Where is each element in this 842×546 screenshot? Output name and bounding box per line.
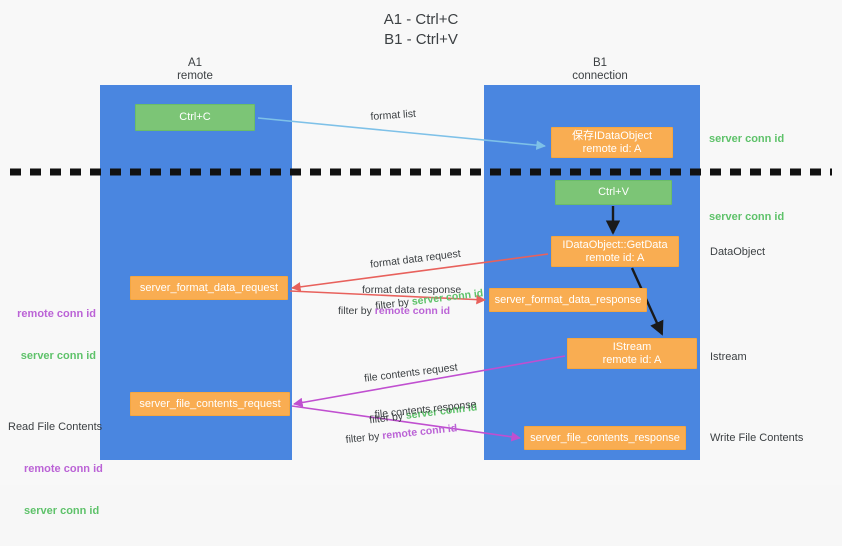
label-conn-ids-format: remote conn id server conn id — [8, 279, 96, 391]
box-idataobject-getdata[interactable]: IDataObject::GetData remote id: A — [551, 236, 679, 267]
column-header-b1-role: connection — [572, 70, 628, 82]
box-ctrl-c[interactable]: Ctrl+C — [135, 104, 255, 131]
annotation-format-data-response-filter: filter by remote conn id — [338, 304, 450, 318]
label-server-conn-id-1: server conn id — [20, 350, 96, 362]
annotation-format-list: format list — [370, 107, 417, 123]
annotation-filter-prefix: filter by — [345, 430, 383, 446]
label-read-file-contents-group: Read File Contents remote conn id server… — [8, 392, 103, 546]
box-server-file-contents-request[interactable]: server_file_contents_request — [130, 392, 290, 416]
label-remote-conn-id-2: remote conn id — [24, 463, 103, 475]
column-header-b1-name: B1 — [592, 57, 608, 69]
diagram-canvas: A1 - Ctrl+C B1 - Ctrl+V A1 remote B1 con… — [8, 11, 832, 517]
label-istream: Istream — [710, 351, 747, 363]
label-remote-conn-id-1: remote conn id — [17, 308, 96, 320]
annotation-format-data-response: format data response — [362, 284, 462, 296]
label-write-file-contents: Write File Contents — [710, 432, 804, 444]
annotation-file-contents-request-text: file contents request — [363, 361, 459, 385]
box-istream[interactable]: IStream remote id: A — [567, 338, 697, 369]
annotation-format-data-request: format data request filter by server con… — [366, 217, 487, 341]
column-header-b1: B1 connection — [530, 57, 670, 83]
annotation-filter-value-remote-conn-id: remote conn id — [374, 305, 451, 317]
annotation-filter-prefix: filter by — [338, 305, 375, 317]
diagram-title: A1 - Ctrl+C B1 - Ctrl+V — [383, 11, 459, 48]
label-server-conn-id-top: server conn id — [709, 133, 785, 145]
box-save-idataobject[interactable]: 保存IDataObject remote id: A — [551, 127, 673, 158]
box-server-format-data-request[interactable]: server_format_data_request — [130, 276, 288, 300]
box-server-format-data-response[interactable]: server_format_data_response — [489, 288, 647, 312]
column-header-a1: A1 remote — [130, 57, 260, 83]
column-header-a1-role: remote — [177, 70, 213, 82]
label-server-conn-id-mid: server conn id — [709, 211, 785, 223]
label-dataobject: DataObject — [710, 246, 766, 258]
column-header-a1-name: A1 — [187, 57, 203, 69]
box-server-file-contents-response[interactable]: server_file_contents_response — [524, 426, 686, 450]
label-read-file-contents: Read File Contents — [8, 421, 103, 433]
label-server-conn-id-2: server conn id — [24, 505, 100, 517]
box-ctrl-v[interactable]: Ctrl+V — [555, 180, 672, 205]
annotation-format-data-request-text: format data request — [369, 247, 462, 271]
